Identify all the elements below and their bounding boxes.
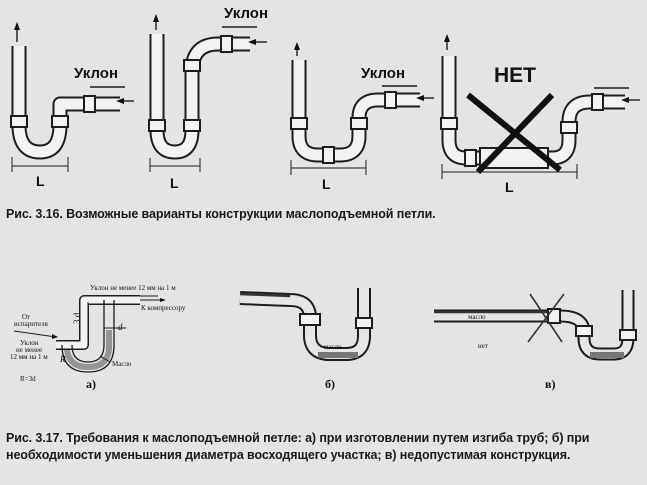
slope-bottom-label: 12 мм на 1 м bbox=[10, 353, 48, 361]
slope-top-label: Уклон не менее 12 мм на 1 м bbox=[90, 284, 176, 292]
length-label: L bbox=[505, 179, 514, 195]
coupling bbox=[464, 149, 477, 167]
arrow-head bbox=[153, 14, 159, 22]
fig-3-17-v: масло нет в) bbox=[434, 290, 637, 391]
slope-bottom-label: Уклон bbox=[20, 339, 39, 347]
no-label: НЕТ bbox=[494, 64, 536, 87]
from-evaporator-label: испарителя bbox=[14, 320, 49, 328]
coupling bbox=[575, 325, 593, 337]
oil-pool bbox=[318, 352, 358, 358]
coupling bbox=[355, 317, 373, 329]
to-compressor-label: К компрессору bbox=[141, 304, 186, 312]
no-label: нет bbox=[478, 342, 488, 350]
arrow-head bbox=[294, 42, 300, 50]
oil-label: масло bbox=[324, 343, 342, 351]
radius-note: R=3d bbox=[20, 375, 36, 383]
arrow-head bbox=[160, 298, 166, 302]
length-label: L bbox=[170, 175, 179, 191]
from-evaporator-label: От bbox=[22, 313, 30, 321]
figure-caption-3-16: Рис. 3.16. Возможные варианты конструкци… bbox=[6, 207, 436, 221]
coupling bbox=[547, 308, 561, 324]
slope-label: Уклон bbox=[74, 65, 118, 82]
dim-3d-label: 3 d bbox=[72, 312, 82, 324]
slope-bottom-label: не менее bbox=[16, 346, 42, 354]
coupling bbox=[350, 117, 368, 130]
subfigure-label-v: в) bbox=[545, 377, 555, 391]
figure-caption-3-17: Рис. 3.17. Требования к маслоподъемной п… bbox=[6, 431, 590, 462]
fig-3-17-a: Уклон не менее 12 мм на 1 м К компрессор… bbox=[10, 284, 186, 391]
coupling bbox=[183, 59, 201, 72]
coupling bbox=[440, 117, 458, 130]
slope-label: Уклон bbox=[361, 65, 405, 82]
coupling bbox=[591, 93, 604, 111]
oil-pool bbox=[64, 330, 112, 370]
coupling bbox=[220, 35, 233, 53]
coupling bbox=[83, 95, 96, 113]
coupling bbox=[299, 313, 321, 326]
oil-label: масло bbox=[468, 313, 486, 321]
coupling bbox=[322, 146, 335, 164]
length-label: L bbox=[36, 173, 45, 189]
length-label: L bbox=[322, 176, 331, 192]
subfigure-label-b: б) bbox=[325, 377, 335, 391]
coupling bbox=[384, 91, 397, 109]
arrow-head bbox=[14, 22, 20, 30]
loop-variant-2: Уклон L bbox=[148, 5, 268, 191]
loop-variant-1: Уклон L bbox=[10, 22, 134, 189]
coupling bbox=[560, 121, 578, 134]
dim-d-label: d bbox=[118, 322, 123, 332]
cross-out-mark bbox=[527, 293, 565, 343]
cross-out-mark bbox=[475, 92, 555, 175]
dim-R-label: R bbox=[59, 354, 66, 364]
coupling bbox=[183, 119, 201, 132]
arrow-head bbox=[444, 34, 450, 42]
slope-label: Уклон bbox=[224, 5, 268, 22]
subfigure-label-a: а) bbox=[86, 377, 96, 391]
oil-label: Масло bbox=[112, 360, 132, 368]
coupling bbox=[51, 115, 69, 128]
coupling bbox=[148, 119, 166, 132]
coupling bbox=[10, 115, 28, 128]
coupling bbox=[619, 329, 637, 341]
oil-pool bbox=[590, 352, 624, 358]
loop-variant-4-invalid: L НЕТ bbox=[440, 34, 640, 195]
loop-variant-3: Уклон L bbox=[290, 42, 434, 192]
fig-3-17-b: масло б) bbox=[239, 288, 373, 391]
coupling bbox=[290, 117, 308, 130]
